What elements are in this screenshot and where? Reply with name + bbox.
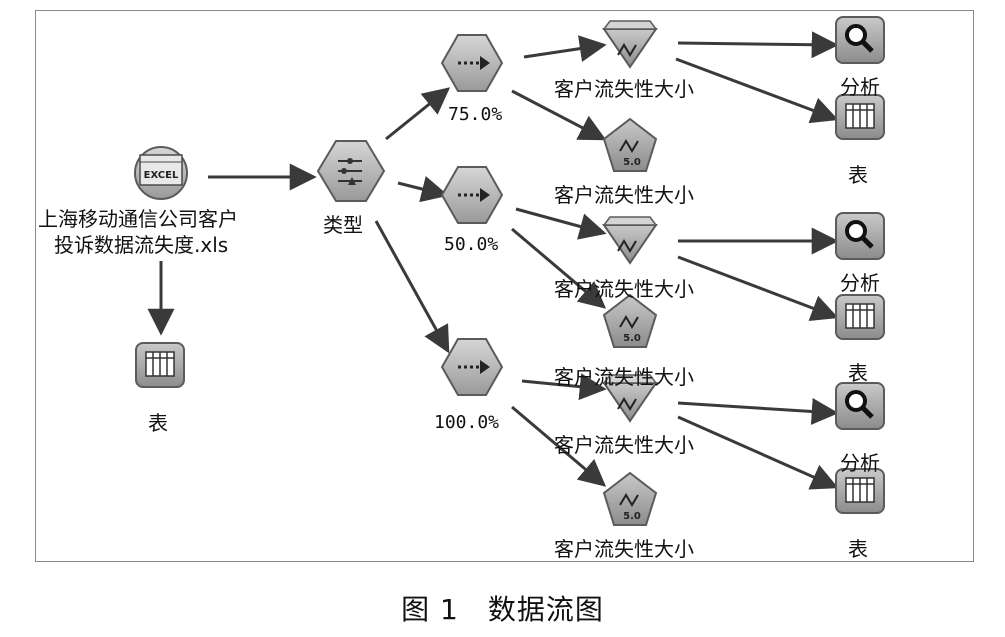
model-label: 客户流失性大小 xyxy=(554,277,694,301)
nugget-version-text: 5.0 xyxy=(623,333,641,344)
source-label-line1: 上海移动通信公司客户 xyxy=(38,207,238,231)
model-label: 客户流失性大小 xyxy=(554,433,694,457)
partition-label: 100.0% xyxy=(434,412,500,433)
model-label: 客户流失性大小 xyxy=(554,77,694,101)
link-p3-nugget xyxy=(511,405,607,487)
link-p3-model xyxy=(521,373,607,401)
partition-label: 75.0% xyxy=(448,104,503,125)
analysis-label: 分析 xyxy=(840,451,880,475)
source-table-label: 表 xyxy=(148,411,168,435)
model-node[interactable] xyxy=(602,20,658,69)
model-nugget-label: 客户流失性大小 xyxy=(554,183,694,207)
output-table-node[interactable] xyxy=(835,294,885,340)
model-nugget-node[interactable]: 5.0 xyxy=(602,117,658,172)
source-label-line2: 投诉数据流失度.xls xyxy=(54,233,229,257)
link-m3-analysis xyxy=(677,397,839,425)
link-p1-nugget xyxy=(511,89,607,141)
model-node[interactable] xyxy=(602,216,658,265)
connector-layer: EXCEL 5.0 5.0 5.0 xyxy=(134,16,885,526)
link-type-p2 xyxy=(397,176,449,203)
type-node[interactable] xyxy=(316,140,386,202)
type-node-label: 类型 xyxy=(323,213,363,237)
link-m1-analysis xyxy=(677,31,839,59)
partition-node[interactable] xyxy=(440,34,504,92)
link-type-p1 xyxy=(385,87,451,141)
model-nugget-label: 客户流失性大小 xyxy=(554,537,694,561)
link-p2-nugget xyxy=(511,227,607,309)
output-table-label: 表 xyxy=(848,361,868,385)
link-type-p3 xyxy=(374,220,450,354)
figure-caption: 图 1 数据流图 xyxy=(401,593,604,626)
excel-icon-text: EXCEL xyxy=(144,170,179,181)
analysis-node[interactable] xyxy=(835,16,885,64)
stream-canvas[interactable]: EXCEL 5.0 5.0 5.0 上海移动通信公司客户 投诉数据流失度.xls 表… xyxy=(35,10,974,562)
nugget-version-text: 5.0 xyxy=(623,511,641,522)
output-table-node[interactable] xyxy=(835,468,885,514)
partition-node[interactable] xyxy=(440,338,504,396)
analysis-label: 分析 xyxy=(840,75,880,99)
excel-source-node[interactable]: EXCEL xyxy=(134,146,188,200)
link-p1-model xyxy=(523,35,607,62)
partition-node[interactable] xyxy=(440,166,504,224)
analysis-label: 分析 xyxy=(840,271,880,295)
link-p2-model xyxy=(515,207,607,240)
analysis-node[interactable] xyxy=(835,212,885,260)
model-node[interactable] xyxy=(602,374,658,423)
model-nugget-label: 客户流失性大小 xyxy=(554,365,694,389)
output-table-node[interactable] xyxy=(835,94,885,140)
link-m1-table xyxy=(675,57,839,124)
output-table-label: 表 xyxy=(848,163,868,187)
link-m3-table xyxy=(677,415,839,490)
nugget-version-text: 5.0 xyxy=(623,157,641,168)
source-table-node[interactable] xyxy=(135,342,185,388)
model-nugget-node[interactable]: 5.0 xyxy=(602,471,658,526)
model-nugget-node[interactable]: 5.0 xyxy=(602,293,658,348)
output-table-label: 表 xyxy=(848,537,868,561)
partition-label: 50.0% xyxy=(444,234,499,255)
analysis-node[interactable] xyxy=(835,382,885,430)
link-m2-table xyxy=(677,255,839,321)
